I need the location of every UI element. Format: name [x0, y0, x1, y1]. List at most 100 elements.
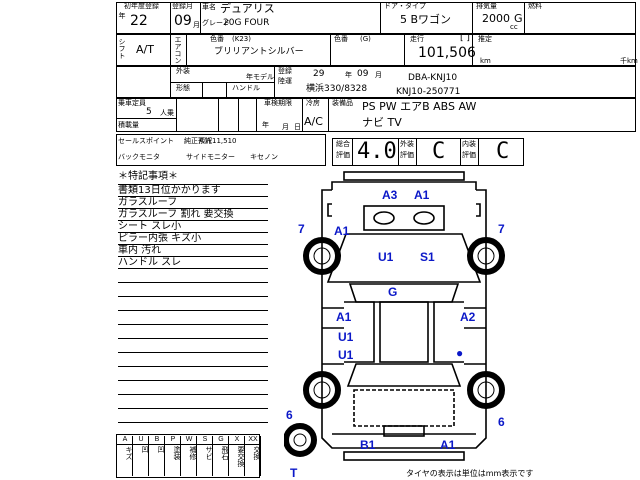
legend-key: G	[218, 436, 224, 443]
mileage-label: 走行	[410, 35, 424, 43]
damage-mark-roof-front-right: A1	[414, 188, 430, 202]
damage-mark-left-rear-door-2: U1	[338, 348, 354, 362]
selling-points-box	[116, 134, 326, 166]
legend-cell	[229, 436, 245, 476]
legend-cell	[197, 436, 213, 476]
interior-score-label-2: 評価	[462, 151, 476, 159]
notes-heading: ＊特記事項＊	[118, 171, 178, 182]
fuel: G	[514, 12, 523, 25]
color-name: ブリリアントシルバー	[214, 47, 304, 57]
legend-text: 凹	[141, 446, 149, 453]
legend-key: U	[138, 436, 144, 443]
legend-text: 凹	[157, 446, 165, 453]
legend-key: P	[170, 436, 176, 443]
note-item-7: ハンドル スレ	[118, 257, 182, 268]
legend-cell	[165, 436, 181, 476]
damage-mark-left-front-door: A1	[336, 310, 352, 324]
legend-cell	[117, 436, 133, 476]
header-row-1	[116, 2, 636, 34]
legend-key: X	[234, 436, 240, 443]
equipment-line-2: ナビ TV	[362, 116, 402, 129]
legend-text: 飛石	[221, 446, 229, 460]
grade-label: グレード	[202, 19, 230, 27]
total-score-label-1: 総合	[336, 140, 350, 148]
damage-mark-bonnet-right: S1	[420, 250, 435, 264]
door-type-label: ドア・タイプ	[384, 2, 426, 10]
selling-point-1a: 純正ＡＷ	[184, 137, 212, 145]
damage-mark-rear-bumper-right: A1	[440, 438, 456, 452]
damage-mark-bonnet-left: U1	[378, 250, 394, 264]
reg-year: 29	[313, 69, 325, 79]
selling-point-2b: サイドモニター	[186, 153, 235, 161]
mileage: 101,506	[418, 45, 476, 61]
legend-key: A	[122, 436, 128, 443]
ac-type: A/C	[304, 115, 323, 128]
tire-note: タイヤの表示は単位はmm表示です	[406, 469, 534, 478]
inspection-month-unit: 月	[282, 123, 289, 131]
header-row-4	[116, 98, 636, 132]
legend-cell	[149, 436, 165, 476]
note-item-5: ピラー内張 キズ小	[118, 233, 202, 244]
mileage-unit: km	[480, 57, 491, 65]
inspection-label: 車検期限	[264, 99, 292, 107]
interior-score: C	[496, 139, 510, 164]
plate-number: 横浜330/8328	[306, 84, 368, 94]
selling-point-2a: バックモニタ	[118, 153, 160, 161]
total-score: 4.0	[357, 139, 397, 164]
model-code: DBA-KNJ10	[408, 73, 458, 83]
legend-cell	[133, 436, 149, 476]
outer-label: 外装	[176, 67, 190, 75]
reg-month: 09	[357, 69, 369, 79]
registration-month-label: 登録月	[172, 2, 193, 10]
equipment-label: 装備品	[332, 99, 353, 107]
door-type: 5 Bワゴン	[400, 13, 452, 26]
damage-mark-right-front-door: A2	[460, 310, 476, 324]
legend-text: サビ	[205, 446, 213, 460]
legend-key: XX	[248, 436, 258, 443]
legend-text: 補修	[189, 446, 197, 460]
car-name-label: 車名	[202, 3, 216, 11]
damage-mark-windshield: G	[388, 285, 398, 299]
exterior-score-label-1: 外装	[400, 140, 414, 148]
header-row-3	[116, 66, 636, 98]
registration-month: 09	[174, 13, 192, 29]
selling-points-label: セールスポイント	[118, 137, 174, 145]
displacement-label: 排気量	[476, 2, 497, 10]
legend-cell	[213, 436, 229, 476]
car-diagram	[284, 171, 505, 461]
selling-point-2c: キセノン	[250, 153, 278, 161]
seating-label: 乗車定員	[118, 99, 146, 107]
first-registration-year: 22	[130, 13, 148, 29]
car-name: デュアリス	[220, 2, 275, 15]
legend-key: W	[185, 436, 193, 443]
shape-label: 形態	[176, 84, 190, 92]
inner-color-code: (G)	[360, 35, 371, 43]
seats: 5	[146, 107, 152, 117]
legend-text: 塗装	[173, 446, 181, 460]
ac-label: エアコン	[174, 36, 182, 64]
first-registration-label: 初年度登録	[124, 2, 159, 10]
model-year-label: 年モデル	[246, 73, 274, 81]
month-unit: 月	[193, 21, 200, 29]
exterior-score-label-2: 評価	[400, 151, 414, 159]
legend-key: S	[202, 436, 208, 443]
damage-mark-rear-bumper-left: B1	[360, 438, 376, 452]
shift: A/T	[136, 43, 154, 56]
fuel-label: 燃料	[528, 2, 542, 10]
header-row-2	[116, 34, 636, 66]
damage-mark-front-left-fender: A1	[334, 224, 350, 238]
legend-cell	[181, 436, 197, 476]
note-item-2: ガラスルーフ	[118, 197, 178, 208]
chassis-number: KNJ10-250771	[396, 87, 461, 97]
score-box	[332, 138, 524, 166]
damage-dot: ●	[456, 346, 464, 360]
estimate-label: 推定	[478, 35, 492, 43]
seats-unit: 人乗	[160, 109, 174, 117]
grade: 20G FOUR	[223, 18, 270, 28]
color-code: (K23)	[232, 35, 251, 43]
legend-text: キズ	[125, 446, 133, 460]
shift-label: シフト	[118, 38, 126, 59]
interior-score-label-1: 内装	[462, 140, 476, 148]
note-item-3: ガラスルーフ 割れ 要交換	[118, 209, 234, 220]
registration-label: 登録	[278, 67, 292, 75]
